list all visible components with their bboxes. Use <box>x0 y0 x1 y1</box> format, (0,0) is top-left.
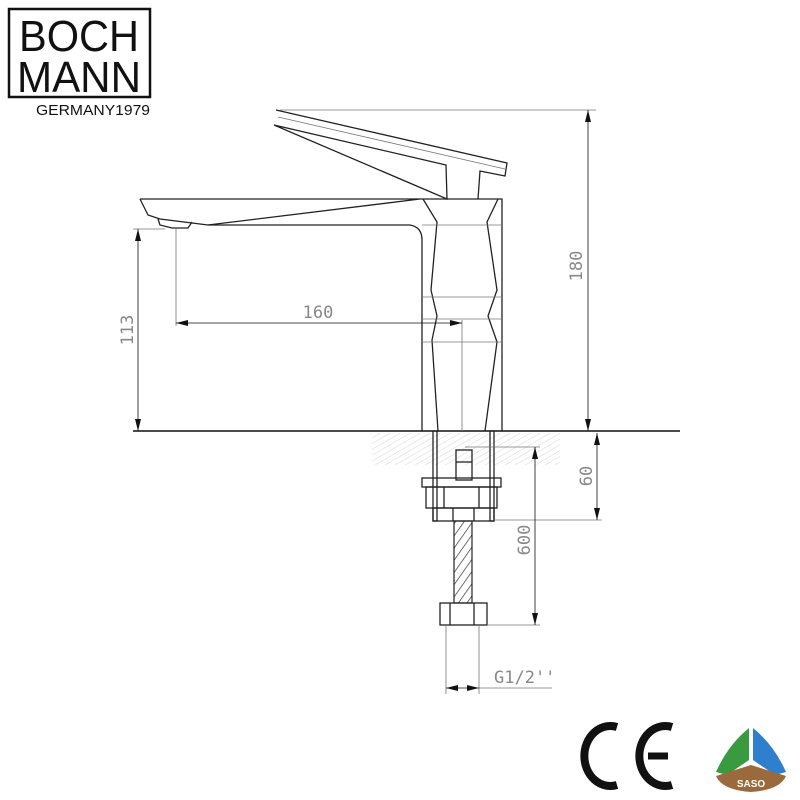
aerator <box>157 218 193 229</box>
dimension-160-label: 160 <box>303 303 334 323</box>
counter-hatch <box>372 433 560 465</box>
dimension-60-label: 60 <box>577 466 597 486</box>
dimension-60: 60 <box>494 433 602 521</box>
brand-line1: BOCH <box>19 12 139 61</box>
faucet-body <box>208 224 423 431</box>
dimension-connection-label: G1/2'' <box>494 668 555 688</box>
ce-mark <box>580 722 674 790</box>
dimension-113: 113 <box>118 228 165 431</box>
brand-tagline: GERMANY1979 <box>36 102 150 119</box>
braided-hose <box>453 520 473 604</box>
hose-nut <box>439 602 488 626</box>
dimension-160: 160 <box>175 229 463 431</box>
dimension-600-label: 600 <box>515 525 535 556</box>
dimension-connection: G1/2'' <box>445 625 555 694</box>
dimension-113-label: 113 <box>118 315 138 346</box>
fittings <box>421 430 502 626</box>
dimension-180-label: 180 <box>567 251 587 282</box>
faucet-handle <box>273 109 508 200</box>
faucet-outline <box>139 109 508 432</box>
saso-mark: SASO <box>716 728 786 792</box>
brand-logo: BOCH MANN GERMANY1979 <box>7 7 152 119</box>
brand-line2: MANN <box>17 53 141 102</box>
dimension-600: 600 <box>465 446 540 626</box>
faucet-spout <box>139 198 503 431</box>
saso-label: SASO <box>737 779 766 790</box>
dimension-180: 180 <box>280 109 596 431</box>
